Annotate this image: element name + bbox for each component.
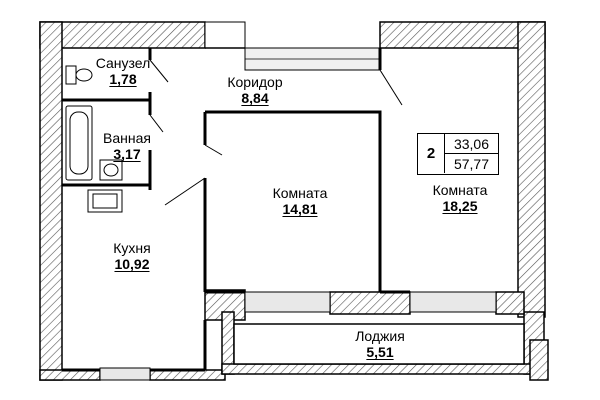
wall-right [517, 21, 546, 318]
room-area: 14,81 [282, 201, 318, 217]
corridor-window [244, 47, 381, 71]
wall-top-left [39, 21, 206, 49]
total-area: 57,77 [453, 155, 490, 172]
wall-left [39, 21, 63, 381]
kitchen-window [99, 367, 151, 381]
wall-bottom-pier-1 [329, 291, 411, 315]
interior-walls [62, 48, 410, 372]
wall-right-lower [529, 339, 549, 381]
living-area: 33,06 [445, 134, 498, 154]
room-label-middle: Комната 14,81 [255, 185, 345, 217]
room-area: 8,84 [241, 90, 269, 106]
room-label-loggia: Лоджия 5,51 [335, 328, 425, 360]
room-name: Ванная [103, 130, 151, 146]
room-area: 10,92 [114, 256, 150, 272]
toilet-icon [65, 65, 93, 85]
room-label-corridor: Коридор 8,84 [215, 74, 295, 106]
room-name: Лоджия [355, 328, 405, 344]
apartment-summary-badge: 2 33,06 57,77 [417, 133, 499, 175]
room-label-kitchen: Кухня 10,92 [92, 240, 172, 272]
wall-bottom-pier-2 [495, 291, 525, 315]
room-name: Кухня [113, 240, 151, 256]
room-area: 5,51 [366, 344, 394, 360]
balcony-openings [244, 291, 497, 313]
room-label-right: Комната 18,25 [415, 182, 505, 214]
room-name: Коридор [227, 74, 283, 90]
room-name: Санузел [95, 55, 151, 71]
bathtub-icon [65, 105, 93, 181]
door-swings [149, 59, 403, 206]
room-label-wc: Санузел 1,78 [88, 55, 158, 87]
room-area: 18,25 [442, 198, 478, 214]
room-count: 2 [418, 134, 445, 173]
loggia-frame-bottom [221, 363, 545, 375]
doorway-top [204, 21, 246, 49]
room-area: 1,78 [109, 71, 137, 87]
room-name: Комната [432, 182, 488, 198]
kitchen-sink-icon [87, 189, 123, 213]
room-name: Комната [272, 185, 328, 201]
room-area: 3,17 [113, 146, 141, 162]
room-label-bath: Ванная 3,17 [94, 130, 160, 162]
washbasin-icon [99, 159, 123, 181]
loggia-inner [233, 323, 525, 365]
